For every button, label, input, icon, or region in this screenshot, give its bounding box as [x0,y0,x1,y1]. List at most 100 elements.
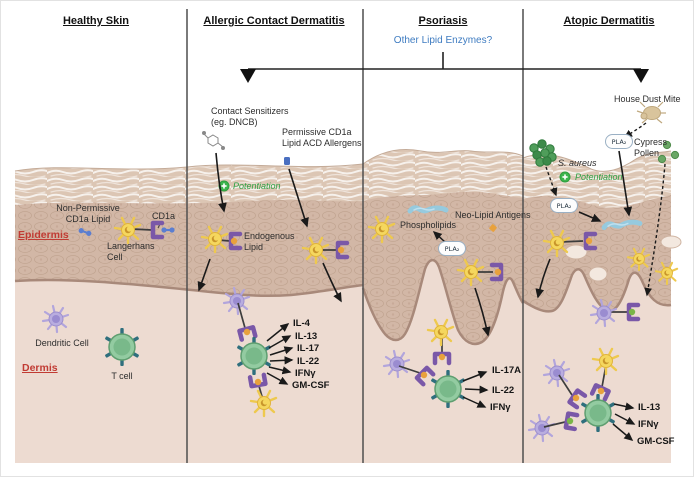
potentiation-label-acd: Potentiation [233,181,281,191]
dendritic-cell-icon [542,358,571,388]
t-cell-label: T cell [111,371,133,381]
spongiosis-vesicle [564,244,588,260]
dendritic-cell-icon [222,286,251,316]
spongiosis-vesicle [588,266,608,282]
arrow-lc-migration [535,258,551,299]
langerhans-cell-icon [654,261,679,286]
cytokine-label: IFNγ [638,419,659,430]
dermis-label: Dermis [22,362,58,374]
s-aureus-label: S. aureus [558,158,597,168]
bound-antigen-icon [628,308,636,316]
t-cell-icon [429,369,467,409]
arrow-pla2-to-phospholipids [618,150,633,217]
permissive-allergen-icon [284,157,290,165]
langerhans-cell-icon [426,318,455,347]
arrow-pla2-to-phospholipids [578,211,602,222]
langerhans-cell-icon [626,247,651,272]
t-cell-icon [579,393,617,433]
question-bracket [248,52,641,70]
panel-title-ad: Atopic Dermatitis [563,15,655,27]
non-permissive-lipid-label: Non-Permissive CD1a Lipid [56,203,120,224]
langerhans-cell-icon [542,229,571,258]
dendritic-cell-label: Dendritic Cell [35,338,89,348]
cytokine-label: IL-22 [297,356,320,367]
cd1a-label: CD1a [152,211,176,221]
non-permissive-lipid-icon [77,227,93,237]
panel-title-healthy: Healthy Skin [62,15,130,27]
langerhans-cell-icon [591,347,620,376]
bound-lipid-icon [438,353,446,361]
dendritic-cell-icon [382,349,411,379]
permissive-allergens-label: Permissive CD1a Lipid ACD Allergens [282,127,362,148]
cd1a-receptor-icon [153,223,162,237]
receptor-stem [558,374,573,396]
cytokine-label: IL-13 [638,402,661,413]
langerhans-cell-label: Langerhans Cell [107,241,155,262]
s-aureus-icon [529,139,557,167]
house-dust-mite-label: House Dust Mite [614,94,681,104]
cytokine-arrows-ad [612,402,636,441]
pla2-badge-mite: PLA₂ [605,134,633,149]
pla2-badge-saureus: PLA₂ [550,198,578,213]
phospholipid-icon [410,208,446,211]
contact-sensitizer-icon [202,131,225,150]
question-label: Other Lipid Enzymes? [393,35,493,46]
bound-lipid-icon [337,246,345,254]
contact-sensitizers-label: Contact Sensitizers (eg. DNCB) [211,106,289,127]
neo-lipid-antigens-label: Neo-Lipid Antigens [455,210,531,220]
bound-lipid-icon [161,227,175,233]
cytokine-label: GM-CSF [637,436,675,447]
cytokine-label: IL-13 [295,331,318,342]
dendritic-cell-icon [41,304,70,334]
arrow-lc-migration [474,287,491,337]
langerhans-cell-icon [249,389,278,418]
receptor-stem [131,228,153,231]
arrow-pla2-to-phospholipids [432,230,446,243]
cypress-pollen-label: Cypress Pollen [634,137,668,158]
receptor-stem [398,365,421,374]
bound-lipid-icon [597,387,605,395]
langerhans-cell-icon [367,215,396,244]
bound-lipid-icon [572,394,580,402]
bound-lipid-icon [585,237,593,245]
epidermis-label: Epidermis [18,229,69,241]
potentiation-plus-icon [559,171,571,183]
dendritic-cell-icon [589,298,618,328]
cytokine-label: GM-CSF [292,380,330,391]
cytokine-label: IL-17A [492,365,522,376]
t-cell-icon [235,336,273,376]
panel-title-psoriasis: Psoriasis [418,15,468,27]
potentiation-label-ad: Potentiation [575,172,623,182]
cytokine-label: IL-4 [293,318,310,329]
cypress-pollen-icon [657,140,680,164]
panel-title-acd: Allergic Contact Dermatitis [203,15,345,27]
phospholipids-label: Phospholipids [400,220,457,230]
neo-lipid-antigen-icon [489,224,497,232]
dendritic-cell-icon [527,413,556,443]
bound-lipid-icon [494,268,502,276]
phospholipid-icon [604,221,640,227]
langerhans-cell-icon [200,225,229,254]
cytokine-arrows-psoriasis [462,370,489,408]
bracket-arrowhead-acd [240,69,256,83]
receptor-stem [543,421,566,428]
receptor-stem [237,302,246,329]
bound-lipid-icon [420,371,428,379]
endogenous-lipid-icon [230,237,238,245]
pla2-badge-psoriasis: PLA₂ [438,241,466,256]
cytokine-label: IFNγ [490,402,511,413]
skin-healthy-acd [14,163,364,463]
t-cell-icon [103,327,141,367]
spongiosis-vesicle [660,235,682,249]
cytokine-label: IL-17 [297,343,320,354]
bound-lipid-icon [243,328,251,336]
cytokine-label: IL-22 [492,385,515,396]
arrow-sensitizer-to-lc [215,152,227,213]
skin-atopic-dermatitis [522,150,682,463]
cytokine-arrows-acd [266,323,294,385]
bound-antigen-icon [566,417,574,425]
arrow-lc-migration [322,262,342,303]
arrow-lc-migration [197,258,211,292]
